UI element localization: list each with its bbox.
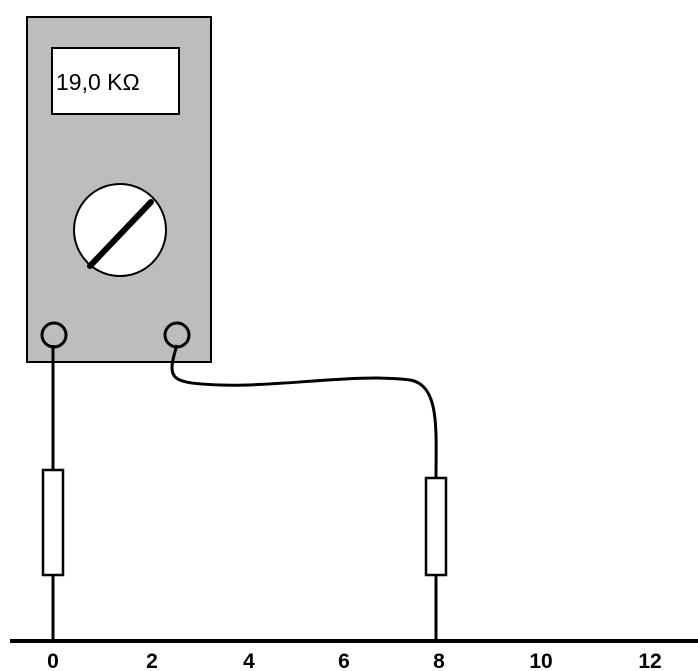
right-resistor <box>424 476 448 577</box>
scale-label-2: 2 <box>146 650 158 671</box>
meter-display-value: 19,0 KΩ <box>56 69 140 95</box>
meter-display <box>51 47 180 115</box>
selector-knob-icon[interactable] <box>73 183 167 277</box>
scale-label-0: 0 <box>47 650 59 671</box>
terminal-left[interactable] <box>40 321 68 349</box>
scale-label-4: 4 <box>243 650 255 671</box>
terminal-right[interactable] <box>163 321 191 349</box>
right-lead-wire <box>170 344 438 479</box>
scale-label-12: 12 <box>638 650 661 671</box>
scale-label-8: 8 <box>433 650 445 671</box>
scale-label-6: 6 <box>338 650 350 671</box>
scale-label-10: 10 <box>529 650 552 671</box>
left-resistor <box>41 468 65 577</box>
